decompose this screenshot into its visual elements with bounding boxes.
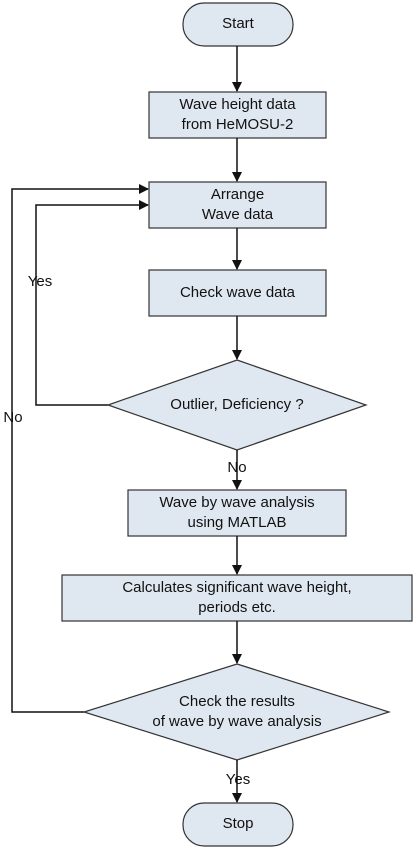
wave-analysis-line-1: Wave by wave analysis xyxy=(159,494,315,511)
arrange-line-2: Wave data xyxy=(201,206,274,223)
check-wave-data-box xyxy=(148,269,327,317)
check-wave-data-label: Check wave data xyxy=(179,284,296,301)
loop-results-no-to-arrange xyxy=(11,184,149,713)
wave-height-data-line-2: from HeMOSU-2 xyxy=(181,116,294,133)
edge-label-results-yes: Yes xyxy=(225,771,251,788)
calculates-label: Calculates significant wave height, peri… xyxy=(62,578,412,618)
wave-height-data-line-1: Wave height data xyxy=(179,96,296,113)
check-results-line-2: of wave by wave analysis xyxy=(152,713,322,730)
check-results-line-1: Check the results xyxy=(179,693,295,710)
edge-label-outlier-yes: Yes xyxy=(27,273,53,290)
wave-height-data-box xyxy=(148,91,327,139)
calculates-line-1: Calculates significant wave height, xyxy=(122,579,352,596)
wave-analysis-line-2: using MATLAB xyxy=(187,514,287,531)
stop-terminal xyxy=(182,802,294,847)
wave-analysis-label: Wave by wave analysis using MATLAB xyxy=(128,493,346,533)
arrange-line-1: Arrange xyxy=(210,186,265,203)
edge-label-outlier-no: No xyxy=(227,459,247,476)
calculates-box xyxy=(61,574,413,622)
loop-outlier-yes-to-arrange xyxy=(35,200,149,406)
check-results-label: Check the results of wave by wave analys… xyxy=(100,692,374,732)
wave-height-data-label: Wave height data from HeMOSU-2 xyxy=(149,95,326,135)
arrange-label: Arrange Wave data xyxy=(149,185,326,225)
edge-label-results-no: No xyxy=(3,409,23,426)
stop-label: Stop xyxy=(222,815,254,832)
outlier-decision-label: Outlier, Deficiency ? xyxy=(170,396,304,413)
start-label: Start xyxy=(222,15,254,32)
arrange-box xyxy=(148,181,327,229)
calculates-line-2: periods etc. xyxy=(198,599,276,616)
start-terminal xyxy=(182,2,294,47)
